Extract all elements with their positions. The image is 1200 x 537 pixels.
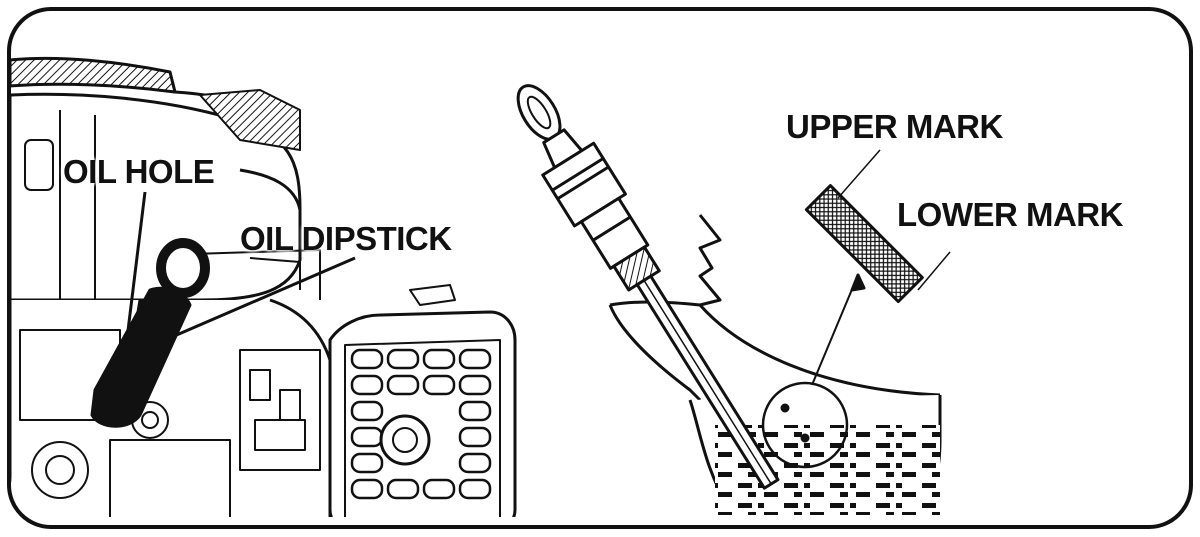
leader-lines-left (123, 191, 356, 356)
oil-dipstick-label: OIL DIPSTICK (240, 220, 452, 257)
engine-drawing (11, 56, 517, 517)
air-cleaner-box (328, 284, 517, 517)
upper-mark-label: UPPER MARK (786, 108, 1003, 145)
dipstick-detail (516, 84, 951, 515)
oil-hole-label: OIL HOLE (63, 153, 215, 190)
engine-dipstick (90, 238, 210, 428)
lower-mark-label: LOWER MARK (897, 196, 1123, 233)
